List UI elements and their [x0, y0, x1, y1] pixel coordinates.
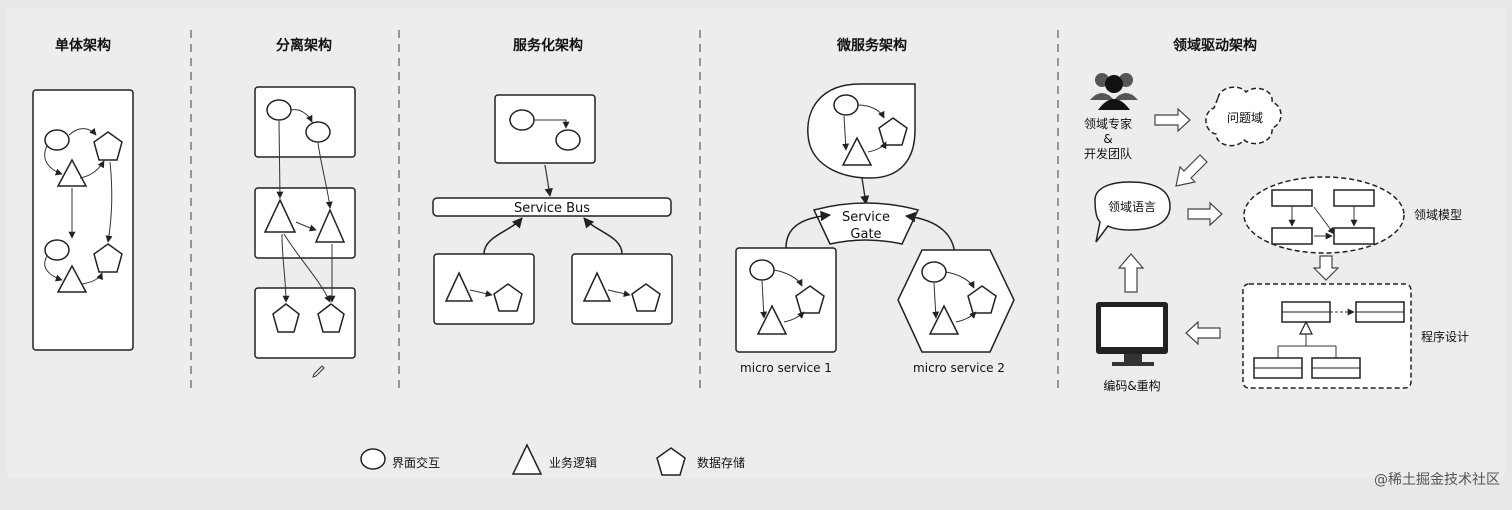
- flow-arrow: [1154, 107, 1191, 133]
- soa-service-box: [571, 253, 673, 325]
- soa-diagram: Service Bus: [432, 94, 673, 325]
- micro-title: 微服务架构: [836, 37, 907, 54]
- problem-domain-label: 问题域: [1227, 111, 1263, 125]
- ui-circle: [44, 129, 70, 151]
- ampersand-label: &: [1103, 132, 1112, 146]
- legend-data-label: 数据存储: [697, 455, 745, 470]
- program-design-label: 程序设计: [1421, 329, 1469, 344]
- legend-pentagon-icon: [656, 447, 686, 476]
- domain-experts-label: 领域专家: [1084, 116, 1132, 131]
- domain-language-bubble: [1094, 181, 1171, 243]
- dev-team-label: 开发团队: [1084, 146, 1132, 161]
- pencil-icon: [312, 365, 325, 378]
- flow-arrow: [1175, 154, 1208, 187]
- coding-label: 编码&重构: [1103, 378, 1160, 393]
- micro-service-2-label: micro service 2: [913, 361, 1005, 375]
- flow-arrow: [1185, 320, 1221, 346]
- domain-model-label: 领域模型: [1414, 208, 1462, 222]
- monolith-title: 单体架构: [55, 37, 111, 54]
- legend-circle-icon: [360, 448, 386, 470]
- soa-ui-box: [494, 94, 596, 164]
- data-pentagon: [93, 131, 123, 161]
- service-bus: [432, 197, 672, 217]
- monolith-box: [32, 89, 134, 351]
- service-gate: [812, 202, 920, 245]
- legend-triangle-icon: [511, 443, 543, 475]
- service-bus-label: Service Bus: [514, 201, 590, 216]
- micro-service-2-hexagon: [897, 249, 1015, 353]
- people-icon: [1090, 73, 1138, 110]
- flow-arrow: [1312, 255, 1340, 281]
- watermark: @稀土掘金技术社区: [1374, 472, 1500, 488]
- problem-domain-cloud: [1205, 86, 1282, 147]
- ui-circle: [44, 239, 70, 261]
- ui-layer: [254, 86, 356, 158]
- separated-layers: [254, 86, 356, 378]
- ddd-title: 领域驱动架构: [1173, 37, 1257, 54]
- flow-arrow: [1117, 253, 1145, 293]
- domain-model-ellipse: [1243, 176, 1405, 254]
- micro-service-1-label: micro service 1: [740, 361, 832, 375]
- legend-ui-label: 界面交互: [392, 455, 440, 470]
- domain-language-label: 领域语言: [1108, 200, 1156, 214]
- data-pentagon: [93, 243, 123, 273]
- legend: 界面交互 业务逻辑 数据存储: [360, 443, 745, 476]
- separated-title: 分离架构: [276, 37, 332, 54]
- soa-service-box: [433, 253, 535, 325]
- logic-triangle: [56, 264, 88, 293]
- microservice-diagram: Service Gate micro service 1 micro servi…: [735, 83, 1015, 375]
- ddd-diagram: 领域专家 & 开发团队 问题域 领域语言 领域模型: [1084, 73, 1469, 393]
- flow-arrow: [1187, 201, 1223, 227]
- legend-logic-label: 业务逻辑: [549, 455, 597, 470]
- logic-triangle: [56, 158, 88, 187]
- section-separators: [190, 30, 1059, 390]
- soa-title: 服务化架构: [513, 37, 583, 54]
- service-gate-line2: Gate: [850, 227, 881, 242]
- monitor-icon: [1096, 302, 1168, 366]
- service-gate-line1: Service: [842, 210, 890, 225]
